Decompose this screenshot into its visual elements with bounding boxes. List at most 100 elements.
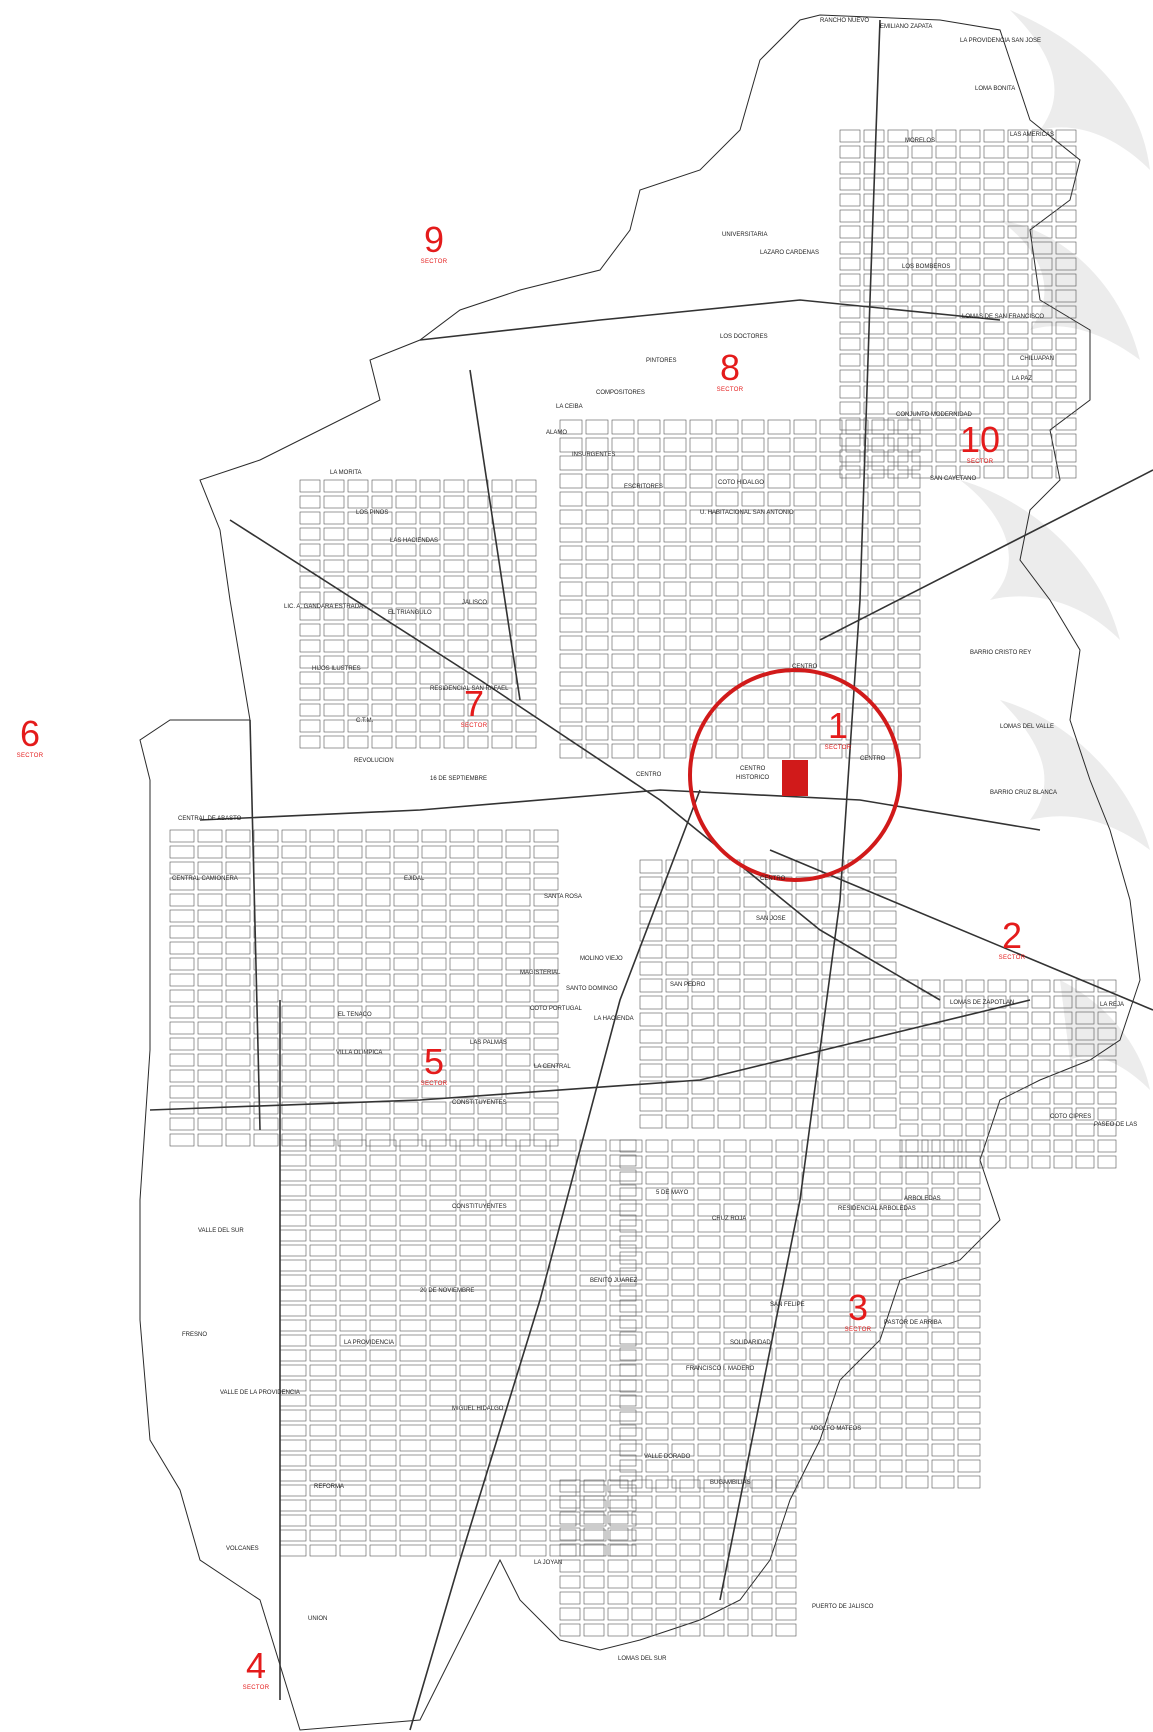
city-block [801, 1475, 825, 1489]
city-block [225, 1053, 251, 1067]
city-block [691, 1046, 715, 1061]
city-block [611, 473, 635, 489]
city-block [323, 479, 345, 493]
city-block [697, 1427, 721, 1441]
city-block [347, 703, 369, 717]
city-block [395, 655, 417, 669]
city-block [371, 527, 393, 541]
city-block [801, 1187, 825, 1201]
city-block [337, 1085, 363, 1099]
city-block [519, 1484, 547, 1497]
city-block [323, 703, 345, 717]
city-block [467, 719, 489, 733]
city-block [489, 1139, 517, 1152]
city-block [691, 859, 715, 874]
city-block [689, 599, 713, 615]
city-block [715, 689, 739, 705]
city-block [839, 257, 861, 271]
city-block [519, 1259, 547, 1272]
main-avenues [149, 19, 1153, 1731]
city-block [663, 725, 687, 741]
city-block [549, 1154, 577, 1167]
city-block [871, 707, 895, 723]
city-block [637, 419, 661, 435]
city-block [679, 1527, 701, 1541]
city-block [959, 321, 981, 335]
city-block [943, 995, 963, 1009]
city-block [795, 1012, 819, 1027]
city-block [715, 491, 739, 507]
city-block [611, 527, 635, 543]
city-block [519, 1319, 547, 1332]
city-block [459, 1169, 487, 1182]
city-block [871, 473, 895, 489]
city-block [943, 1011, 963, 1025]
city-blocks [169, 129, 1117, 1637]
city-block [749, 1443, 773, 1457]
city-block [365, 989, 391, 1003]
city-block [897, 689, 921, 705]
city-block [253, 1085, 279, 1099]
city-block [1053, 1123, 1073, 1137]
city-block [637, 473, 661, 489]
city-block [767, 437, 791, 453]
city-block [395, 639, 417, 653]
city-block [723, 1283, 747, 1297]
city-block [775, 1267, 799, 1281]
city-block [749, 1411, 773, 1425]
city-block [1007, 465, 1029, 479]
city-block [795, 978, 819, 993]
city-block [637, 599, 661, 615]
city-block [819, 545, 843, 561]
city-block [853, 1203, 877, 1217]
city-block [491, 527, 513, 541]
city-block [1031, 433, 1053, 447]
city-block [905, 1187, 929, 1201]
city-block [775, 1575, 797, 1589]
city-block [887, 353, 909, 367]
city-block [897, 473, 921, 489]
city-block [519, 1529, 547, 1542]
label-la-paz: LA PAZ [1012, 376, 1032, 382]
city-block [723, 1459, 747, 1473]
city-block [689, 671, 713, 687]
city-block [519, 1169, 547, 1182]
city-block [281, 829, 307, 843]
city-block [983, 225, 1005, 239]
city-block [723, 1315, 747, 1329]
city-block [347, 655, 369, 669]
city-block [253, 1037, 279, 1051]
city-block [519, 1289, 547, 1302]
city-block [169, 1117, 195, 1131]
city-block [631, 1527, 653, 1541]
city-block [715, 707, 739, 723]
city-block [369, 1514, 397, 1527]
label-hijos-ilustres: HIJOS ILUSTRES [312, 666, 361, 672]
city-block [795, 944, 819, 959]
city-block [549, 1319, 577, 1332]
city-block [775, 1527, 797, 1541]
city-block [369, 1244, 397, 1257]
city-block [671, 1395, 695, 1409]
city-block [533, 1101, 559, 1115]
city-block [665, 995, 689, 1010]
city-block [987, 1043, 1007, 1057]
city-block [459, 1364, 487, 1377]
city-block [959, 305, 981, 319]
city-block [1031, 401, 1053, 415]
city-block [491, 623, 513, 637]
city-block [1007, 321, 1029, 335]
city-block [559, 707, 583, 723]
city-block [421, 909, 447, 923]
city-block [619, 1395, 643, 1409]
city-block [477, 877, 503, 891]
city-block [559, 653, 583, 669]
city-block [639, 910, 663, 925]
city-block [689, 581, 713, 597]
city-block [515, 559, 537, 573]
city-block [767, 743, 791, 759]
city-block [847, 944, 871, 959]
city-block [585, 599, 609, 615]
city-block [1055, 161, 1077, 175]
city-block [663, 473, 687, 489]
